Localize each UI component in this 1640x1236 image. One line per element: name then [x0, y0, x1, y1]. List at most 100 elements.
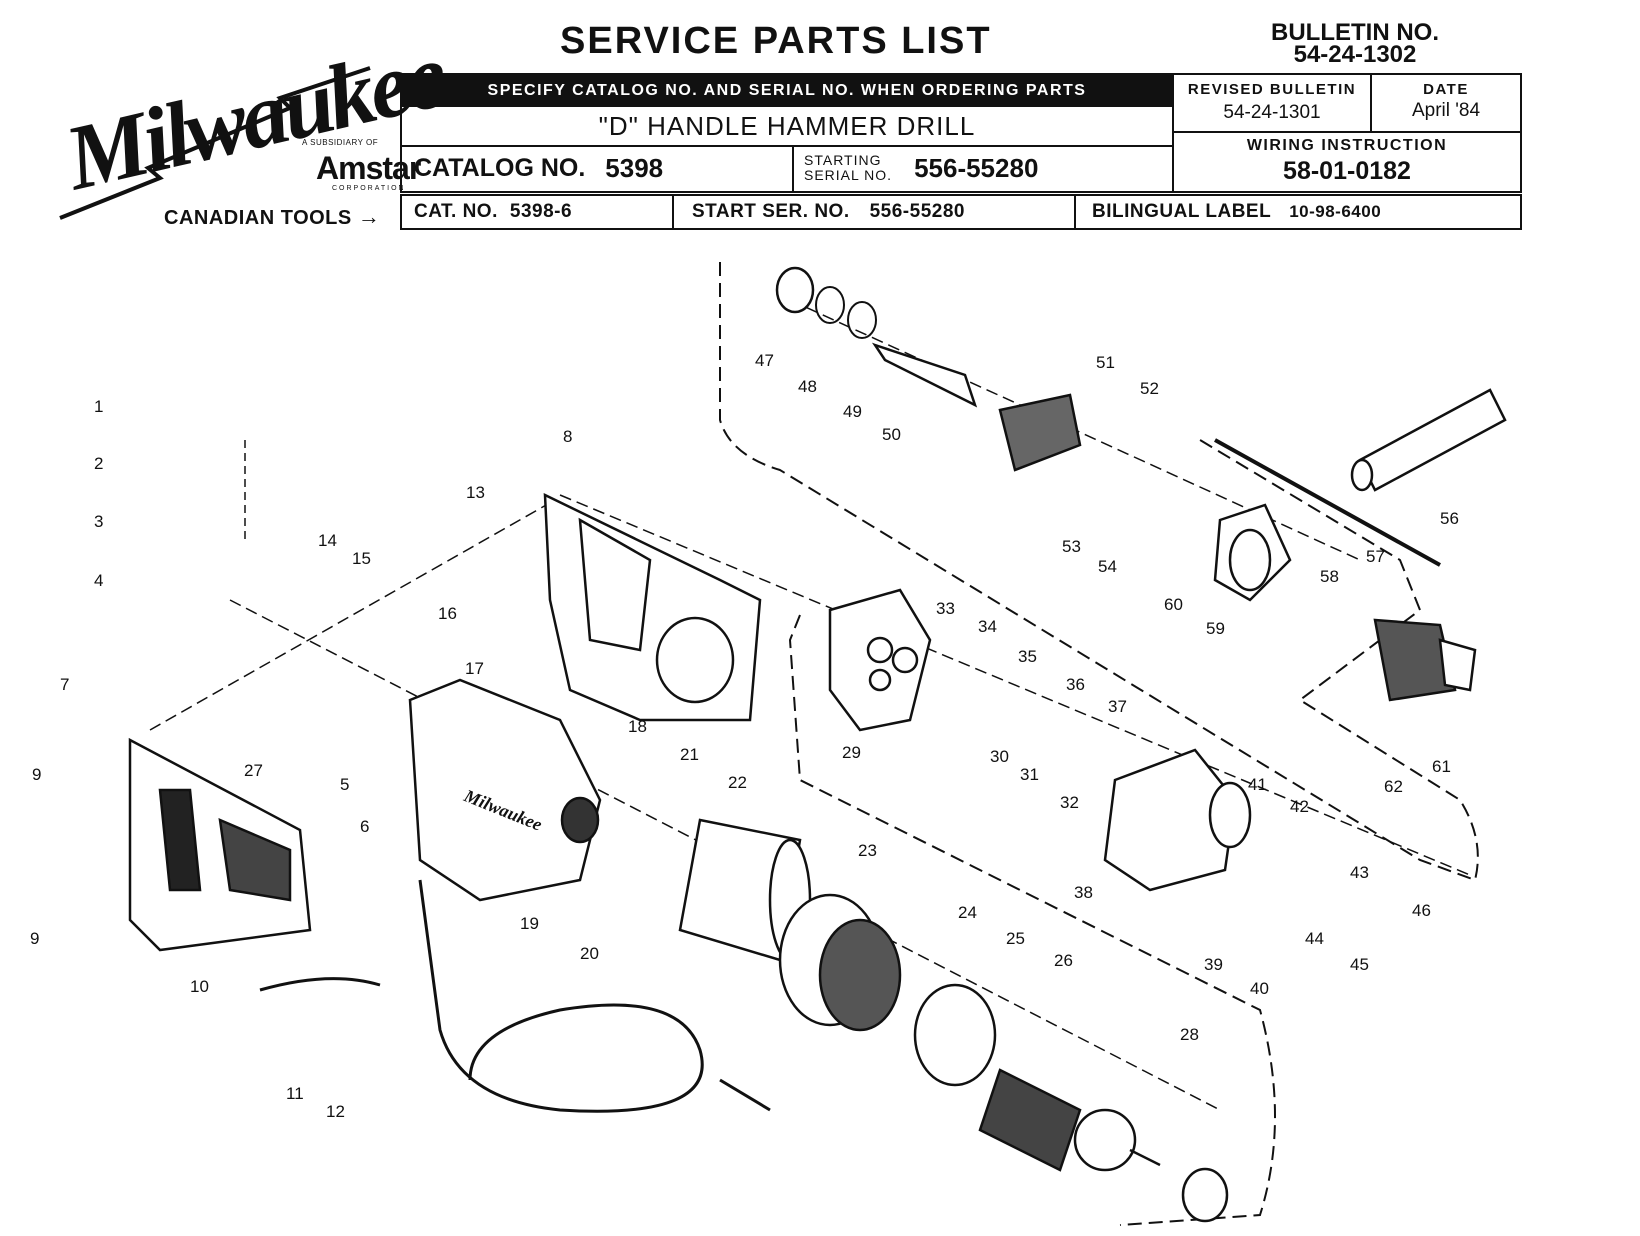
serial-no-label: SERIAL NO. — [804, 167, 893, 183]
handle-half-left — [128, 737, 312, 952]
part-label-13: 13 — [466, 483, 485, 502]
wiring-instruction-number: 58-01-0182 — [1283, 157, 1411, 185]
cord-set — [259, 879, 771, 1113]
part-label-2: 2 — [94, 454, 104, 473]
product-name-cell: "D" HANDLE HAMMER DRILL — [402, 107, 1172, 147]
gear-case — [1103, 748, 1252, 892]
revised-bulletin-cell: REVISED BULLETIN 54-24-1301 — [1172, 75, 1372, 133]
part-label-48: 48 — [798, 377, 817, 396]
part-label-1: 1 — [94, 397, 104, 416]
part-label-22: 22 — [728, 773, 747, 792]
part-label-53: 53 — [1062, 537, 1081, 556]
date-label: DATE — [1423, 81, 1469, 98]
part-label-37: 37 — [1108, 697, 1127, 716]
side-handle-clamp — [1213, 503, 1292, 602]
part-label-7: 7 — [60, 675, 70, 694]
part-label-36: 36 — [1066, 675, 1085, 694]
gear-case-cover — [828, 588, 932, 732]
assembly-line-a — [149, 499, 556, 731]
assembly-line-b — [559, 494, 1471, 876]
part-label-33: 33 — [936, 599, 955, 618]
part-label-25: 25 — [1006, 929, 1025, 948]
date-cell: DATE April '84 — [1372, 75, 1520, 133]
part-label-45: 45 — [1350, 955, 1369, 974]
canadian-serial-label: START SER. NO. — [692, 201, 850, 222]
part-label-54: 54 — [1098, 557, 1117, 576]
header-form-frame — [400, 73, 1522, 193]
canadian-serial-cell: START SER. NO. 556-55280 — [674, 196, 1076, 228]
bearing-47 — [775, 266, 815, 314]
field-coil — [778, 893, 902, 1032]
part-label-11: 11 — [286, 1084, 304, 1103]
part-label-5: 5 — [340, 775, 350, 794]
part-label-58: 58 — [1320, 567, 1339, 586]
starting-serial-label: STARTING SERIAL NO. — [804, 153, 892, 183]
bilingual-label-text: BILINGUAL LABEL — [1092, 201, 1272, 222]
part-label-44: 44 — [1305, 929, 1324, 948]
handle-half-right — [543, 492, 762, 722]
part-label-34: 34 — [978, 617, 997, 636]
bulletin-number: 54-24-1302 — [1293, 41, 1417, 68]
part-label-32: 32 — [1060, 793, 1079, 812]
canadian-cat-number: 5398-6 — [509, 201, 573, 222]
armature — [978, 1068, 1161, 1172]
bilingual-label-cell: BILINGUAL LABEL 10-98-6400 — [1076, 196, 1520, 228]
canadian-cat-cell: CAT. NO. 5398-6 — [402, 196, 674, 228]
part-label-38: 38 — [1074, 883, 1093, 902]
milwaukee-logo: Milwaukee A SUBSIDIARY OF Amstar CORPORA… — [40, 24, 453, 238]
part-label-47: 47 — [755, 351, 774, 370]
part-label-35: 35 — [1018, 647, 1037, 666]
catalog-label: CATALOG NO. — [414, 153, 586, 182]
part-label-60: 60 — [1164, 595, 1183, 614]
part-label-29: 29 — [842, 743, 861, 762]
part-label-61: 61 — [1432, 757, 1451, 776]
date-value: April '84 — [1411, 100, 1481, 121]
spindle-cylinder — [998, 393, 1082, 472]
revised-bulletin-number: 54-24-1301 — [1223, 102, 1321, 123]
catalog-cell: CATALOG NO. 5398 — [402, 145, 794, 191]
depth-rod — [1214, 438, 1441, 567]
bearing-28 — [1181, 1167, 1229, 1223]
part-label-6: 6 — [360, 817, 370, 836]
starting-label: STARTING — [804, 152, 882, 168]
catalog-number: 5398 — [605, 152, 664, 183]
assembly-line-c — [229, 599, 1221, 1111]
wiring-instruction-cell: WIRING INSTRUCTION 58-01-0182 — [1172, 133, 1520, 191]
part-label-15: 15 — [352, 549, 371, 568]
part-label-10: 10 — [190, 977, 209, 996]
part-label-18: 18 — [628, 717, 647, 736]
bilingual-label-number: 10-98-6400 — [1289, 202, 1382, 221]
spindle — [871, 342, 978, 408]
part-label-56: 56 — [1440, 509, 1459, 528]
field-sleeve — [678, 818, 812, 962]
part-label-57: 57 — [1366, 547, 1385, 566]
part-label-31: 31 — [1020, 765, 1039, 784]
product-name: "D" HANDLE HAMMER DRILL — [598, 110, 976, 141]
part-label-9b: 9 — [30, 929, 40, 948]
canadian-tools-text: CANADIAN TOOLS — [164, 207, 352, 229]
lightning-bolt-icon — [59, 66, 371, 220]
chuck — [1373, 618, 1477, 702]
part-label-26: 26 — [1054, 951, 1073, 970]
part-label-3: 3 — [94, 512, 104, 531]
canadian-tools-label: CANADIAN TOOLS → — [164, 204, 380, 230]
part-label-4: 4 — [94, 571, 104, 590]
part-label-39: 39 — [1204, 955, 1223, 974]
part-label-42: 42 — [1290, 797, 1309, 816]
part-label-62: 62 — [1384, 777, 1403, 796]
part-label-14: 14 — [318, 531, 337, 550]
part-label-49: 49 — [843, 402, 862, 421]
washer-49 — [847, 301, 877, 339]
part-label-19: 19 — [520, 914, 539, 933]
part-label-43: 43 — [1350, 863, 1369, 882]
part-label-20: 20 — [580, 944, 599, 963]
side-handle — [1350, 388, 1507, 492]
amstar-logo: Amstar — [316, 150, 421, 186]
part-label-23: 23 — [858, 841, 877, 860]
part-label-21: 21 — [680, 745, 699, 764]
part-label-12: 12 — [326, 1102, 345, 1121]
ordering-notice: SPECIFY CATALOG NO. AND SERIAL NO. WHEN … — [402, 75, 1172, 107]
revised-bulletin-label: REVISED BULLETIN — [1187, 81, 1357, 98]
part-label-27: 27 — [244, 761, 263, 780]
